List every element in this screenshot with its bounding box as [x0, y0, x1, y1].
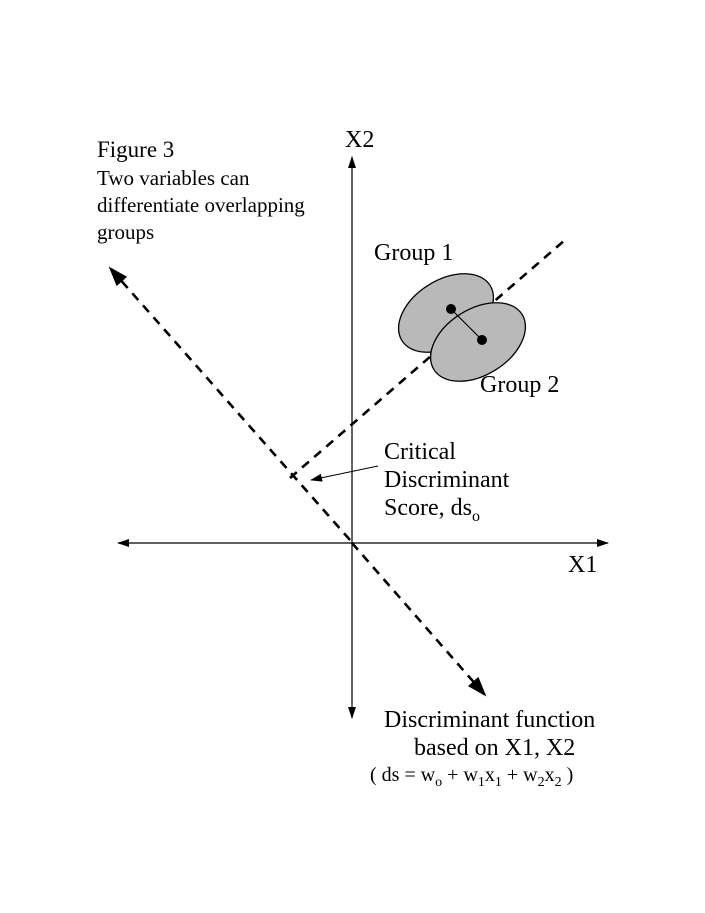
discriminant-function-label-line-2: based on X1, X2: [414, 735, 575, 761]
y-axis-label: X2: [345, 127, 374, 153]
figure-caption-line-2: differentiate overlapping: [97, 193, 305, 217]
figure-title: Figure 3: [97, 137, 174, 162]
discriminant-function-line-lower: [351, 542, 487, 697]
group-2-centroid: [477, 335, 487, 345]
centroid-connector: [450, 308, 483, 341]
discriminant-function-label-line-1: Discriminant function: [384, 707, 595, 733]
discriminant-function-formula: ( ds = wo + w1x1 + w2x2 ): [370, 764, 573, 790]
critical-score-pointer: [310, 465, 379, 482]
critical-score-label-line-1: Critical: [384, 439, 456, 465]
group-centroid-line: [289, 239, 566, 479]
group-1-centroid: [446, 304, 456, 314]
critical-score-label-line-3: Score, dso: [384, 495, 480, 525]
discriminant-function-line-upper: [108, 266, 351, 541]
group-1-label: Group 1: [374, 240, 453, 266]
critical-score-subscript: o: [472, 508, 480, 525]
figure-caption-line-1: Two variables can: [97, 166, 250, 190]
critical-score-label-line-2: Discriminant: [384, 467, 510, 493]
x-axis-label: X1: [568, 552, 597, 578]
figure-caption-line-3: groups: [97, 220, 154, 244]
group-2-label: Group 2: [480, 372, 559, 398]
